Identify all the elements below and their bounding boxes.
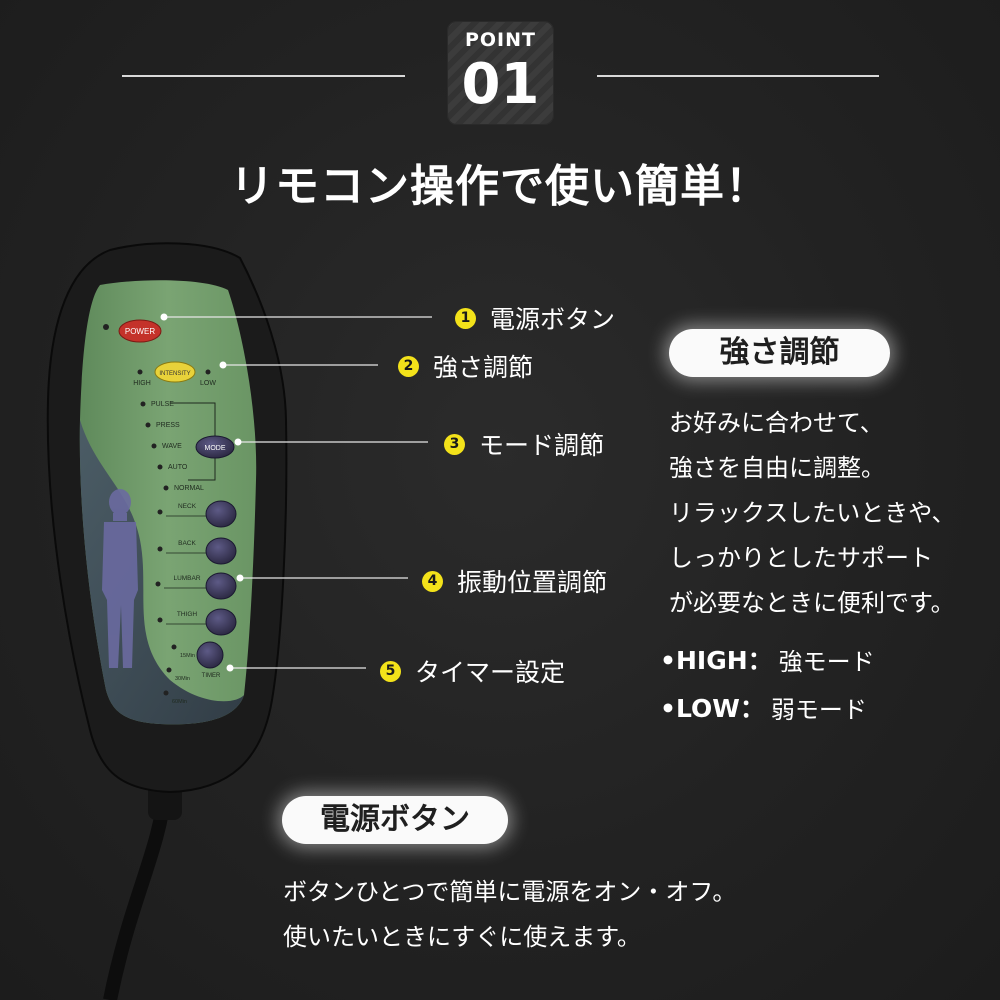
low-label: LOW [200,380,216,387]
power-heading-pill: 電源ボタン [282,796,508,844]
point-badge: POINT 01 [447,21,554,125]
callout-number: 3 [444,433,465,455]
mode-options: PULSE PRESS WAVE AUTO NORMAL [140,401,204,492]
intensity-line: が必要なときに便利です。 [669,589,955,617]
mode-option-label: NORMAL [174,485,204,492]
callout-lines [160,313,432,672]
high-led [137,369,143,375]
intensity-button-shape [154,361,196,383]
position-label: BACK [178,540,196,547]
callout-number: 1 [455,307,476,329]
point-badge-label: POINT [464,29,536,51]
callout-label: 振動位置調節 [457,568,608,597]
timer-options: 15Min 30Min 60Min [163,644,195,705]
timer-button-shape [196,641,224,669]
mode-bracket [170,402,216,481]
callout-position: 4 振動位置調節 [422,563,607,599]
callout-power: 1 電源ボタン [455,300,615,336]
position-led [157,617,163,623]
callout-timer: 5 タイマー設定 [380,653,565,689]
position-led [157,509,163,515]
position-label: THIGH [177,611,198,618]
callout-mode: 3 モード調節 [444,426,604,462]
high-mode-key: •HIGH： [660,646,773,675]
timer-option-led [166,667,172,673]
position-label: LUMBAR [173,575,200,582]
low-led [205,369,211,375]
position-label: NECK [178,503,197,510]
high-label: HIGH [133,380,151,387]
intensity-button-label: INTENSITY [159,371,190,377]
timer-option-label: 15Min [180,653,195,659]
power-description: ボタンひとつで簡単に電源をオン・オフ。 使いたいときにすぐに使えます。 [283,870,736,960]
callout-number: 4 [422,570,443,592]
low-mode-key: •LOW： [660,694,765,723]
intensity-line: お好みに合わせて、 [669,409,884,437]
mode-option-label: PULSE [151,401,174,408]
mode-option-led [163,485,169,491]
high-mode-value: 強モード [778,647,875,676]
position-button-shape [205,537,237,565]
callout-label: タイマー設定 [415,658,566,687]
position-button-shape [205,608,237,636]
timer-label: TIMER [202,673,221,679]
timer-option-label: 30Min [175,676,190,682]
mode-option-led [151,443,157,449]
point-badge-number: 01 [461,52,540,117]
header-divider-left [122,75,405,77]
mode-option-led [140,401,146,407]
mode-button-shape [195,435,235,459]
power-button-shape [118,319,162,343]
timer-option-label: 60Min [172,699,187,705]
header-divider-right [597,75,879,77]
power-indicator-led [103,324,109,330]
low-mode-value: 弱モード [770,695,867,724]
mode-option-label: WAVE [162,443,182,450]
callout-label: 強さ調節 [433,353,534,382]
low-mode-row: •LOW： 弱モード [660,689,867,725]
human-silhouette [102,489,138,668]
mode-option-led [145,422,151,428]
intensity-line: リラックスしたいときや、 [669,499,956,527]
page-title: リモコン操作で使い簡単！ [230,161,770,212]
position-button-shape [205,500,237,528]
intensity-heading-pill: 強さ調節 [669,329,890,377]
mode-option-led [157,464,163,470]
mode-option-label: AUTO [168,464,188,471]
power-cord [103,789,172,1000]
power-button-label: POWER [125,327,155,336]
timer-option-led [171,644,177,650]
position-led [157,546,163,552]
callout-number: 5 [380,660,401,682]
intensity-description: お好みに合わせて、 強さを自由に調整。 リラックスしたいときや、 しっかりとした… [669,401,956,626]
intensity-line: 強さを自由に調整。 [669,454,885,482]
position-led [155,581,161,587]
callout-number: 2 [398,355,419,377]
intensity-line: しっかりとしたサポート [669,544,933,572]
high-mode-row: •HIGH： 強モード [660,641,875,677]
callout-label: 電源ボタン [490,305,616,334]
power-line: 使いたいときにすぐに使えます。 [283,923,641,951]
power-line: ボタンひとつで簡単に電源をオン・オフ。 [283,878,737,906]
mode-option-label: PRESS [156,422,180,429]
timer-option-led [163,690,169,696]
position-button-shape [205,572,237,600]
position-buttons: NECK BACK LUMBAR THIGH [155,500,237,636]
mode-button-label: MODE [205,445,226,452]
callout-intensity: 2 強さ調節 [398,348,533,384]
callout-label: モード調節 [479,431,605,460]
